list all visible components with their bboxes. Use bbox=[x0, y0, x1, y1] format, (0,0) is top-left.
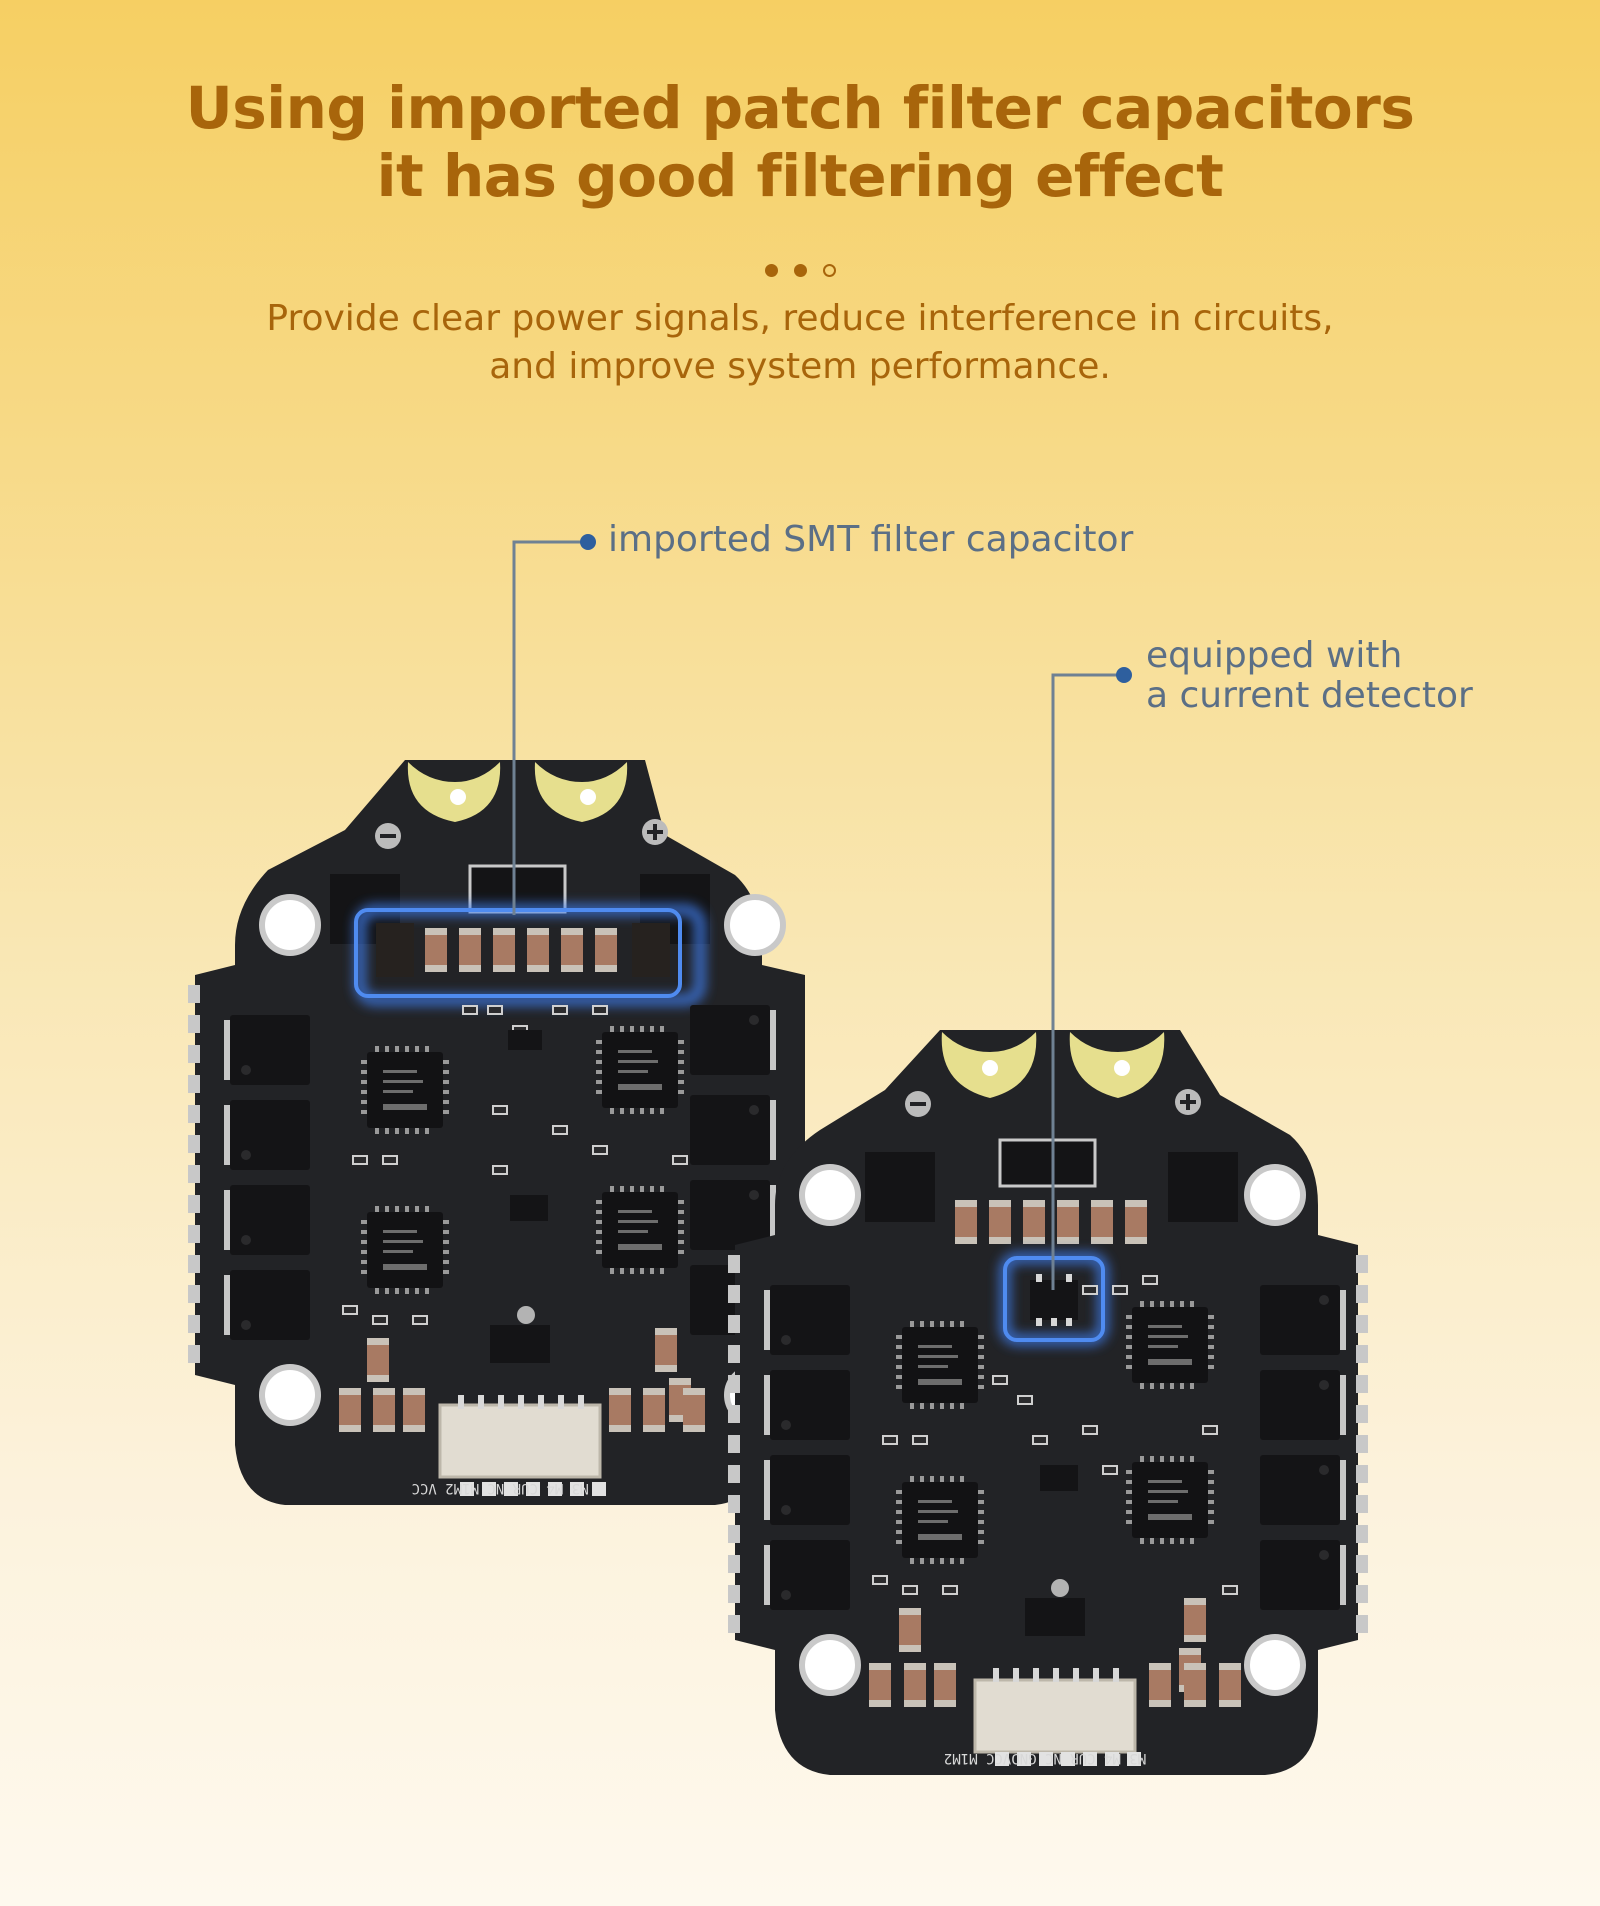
pagination-dot-1 bbox=[764, 264, 778, 277]
esc-board-left: M3 M4 CUR NC M1M2 VCC bbox=[188, 760, 805, 1505]
subtitle: Provide clear power signals, reduce inte… bbox=[0, 295, 1600, 391]
callout-detector-line-1: equipped with bbox=[1146, 635, 1403, 676]
callout-line-capacitor bbox=[512, 540, 588, 915]
subtitle-line-2: and improve system performance. bbox=[489, 346, 1111, 387]
callout-lines bbox=[512, 534, 1132, 1290]
callout-dot-detector bbox=[1116, 667, 1132, 683]
silkscreen-left: M3 M4 CUR NC M1M2 VCC bbox=[411, 1480, 588, 1496]
page-title: Using imported patch filter capacitors i… bbox=[0, 74, 1600, 210]
title-line-1: Using imported patch filter capacitors bbox=[185, 74, 1415, 142]
callout-line-detector bbox=[1051, 673, 1124, 1290]
subtitle-line-1: Provide clear power signals, reduce inte… bbox=[266, 298, 1334, 339]
pagination-dots bbox=[0, 262, 1600, 281]
callout-capacitor-label: imported SMT filter capacitor bbox=[608, 519, 1134, 560]
callout-dot-capacitor bbox=[580, 534, 596, 550]
pagination-dot-3 bbox=[822, 264, 836, 277]
silkscreen-right: M3 M4 CUR NC GNDVCC M1M2 bbox=[944, 1750, 1146, 1766]
title-line-2: it has good filtering effect bbox=[376, 142, 1224, 210]
pagination-dot-2 bbox=[793, 264, 807, 277]
callout-detector-label: equipped with a current detector bbox=[1146, 636, 1473, 716]
callout-detector-line-2: a current detector bbox=[1146, 675, 1473, 716]
esc-board-right: M3 M4 CUR NC GNDVCC M1M2 bbox=[728, 1030, 1368, 1775]
